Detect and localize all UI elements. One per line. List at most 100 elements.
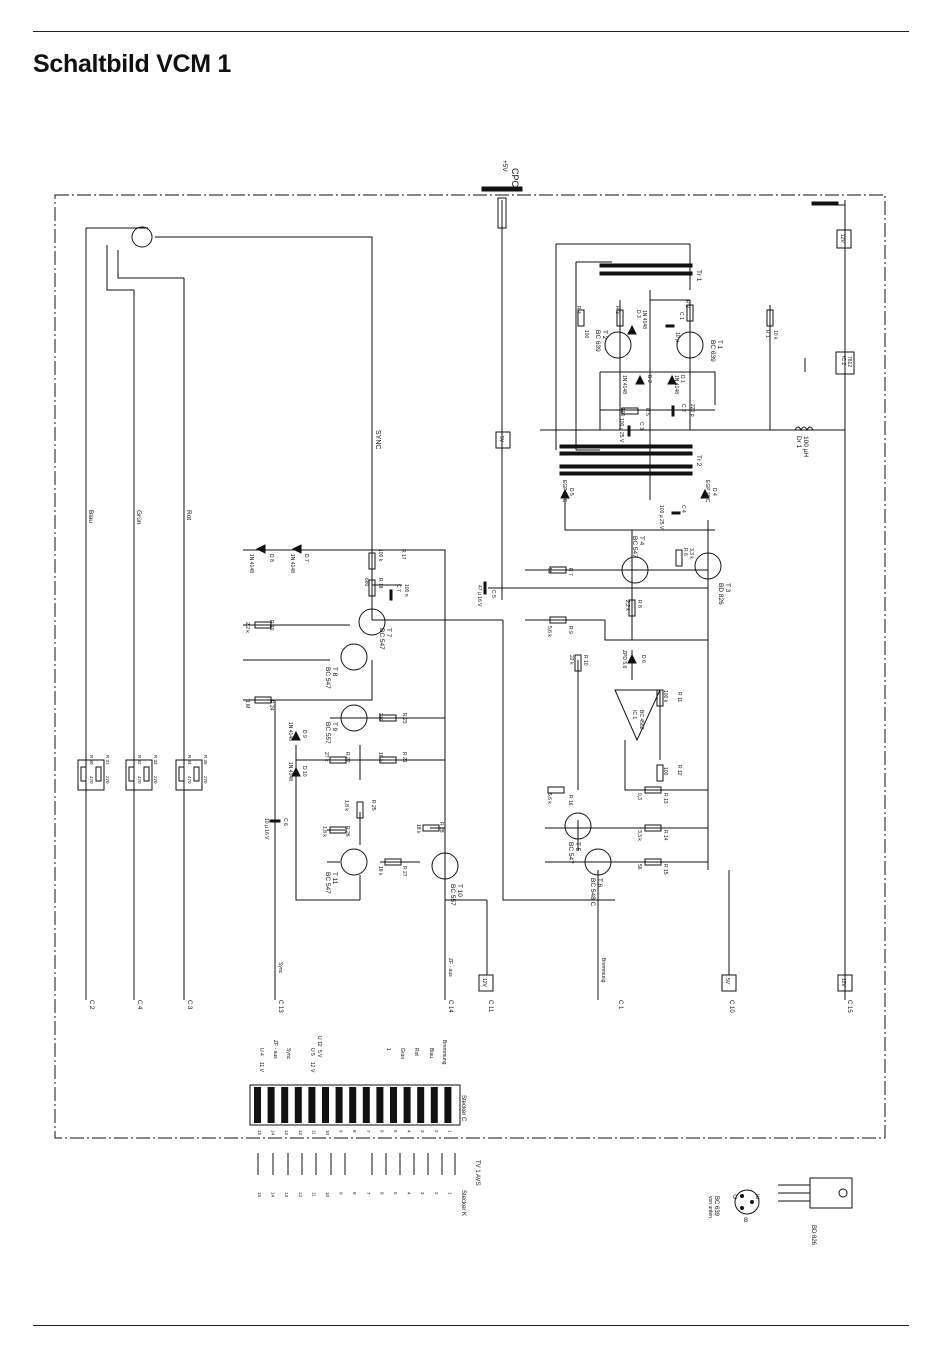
- r13-label: R 13: [662, 793, 668, 804]
- strip-pin-number: 15: [257, 1130, 262, 1136]
- r12-value: 100: [662, 767, 668, 776]
- c11-connector: C 11: [487, 1000, 493, 1013]
- 12v-box-c11: [478, 974, 494, 992]
- c13-connector: C 13: [277, 1000, 283, 1013]
- r21-label: R 21: [401, 752, 407, 763]
- resistor-r35: [193, 766, 200, 782]
- c4-label: C 4: [680, 505, 686, 513]
- cpc-plug-icon: [497, 197, 507, 229]
- r18-value: 680: [363, 578, 369, 587]
- resistor-r24: [254, 696, 272, 704]
- diode-d4-icon: [700, 488, 710, 499]
- tr2-core-icon: [559, 464, 693, 469]
- legend-one: 1: [385, 1048, 391, 1051]
- diode-d3-icon: [627, 324, 637, 335]
- diode-d8-icon: [255, 544, 266, 554]
- diode-d9-icon: [291, 730, 301, 741]
- resistor-r22: [329, 756, 347, 764]
- r25-label: R 25: [370, 800, 376, 811]
- strip-pin-number: 13: [284, 1130, 289, 1136]
- r8-label: R 8: [636, 600, 642, 608]
- r22-label: R 22: [344, 752, 350, 763]
- components: [80, 186, 855, 992]
- strip-contact: [362, 1087, 370, 1123]
- legend-u5: U 5: [309, 1048, 315, 1056]
- r6-label: R 6: [682, 548, 688, 556]
- sync-label: SYNC: [374, 430, 381, 449]
- strip-pin-number: 12: [298, 1130, 303, 1136]
- stecker-k-pin-number: 10: [325, 1192, 330, 1198]
- r14-label: R 14: [662, 830, 668, 841]
- d8-label: D 8: [268, 554, 274, 562]
- c3-value: 100 µ 25 V: [618, 418, 624, 443]
- strip-pin-number: 1: [447, 1130, 452, 1133]
- resistor-r26: [329, 826, 347, 834]
- c15-connector: C 15: [846, 1000, 852, 1013]
- resistor-r33: [143, 766, 150, 782]
- strip-contact: [308, 1087, 316, 1123]
- resistor-r6: [675, 549, 683, 567]
- strip-pin-number: 8: [352, 1130, 357, 1133]
- r18-label: R 18: [377, 578, 383, 589]
- r34-value: 470: [187, 776, 192, 784]
- t7-name: T 7: [385, 628, 392, 638]
- r25-value: 1,8 k: [343, 800, 349, 811]
- diode-d6-icon: [627, 653, 637, 664]
- ic2-name: IC 2: [840, 356, 846, 365]
- t4-name: T 4: [638, 536, 645, 546]
- c14-connector: C 14: [447, 1000, 453, 1013]
- t8-name: T 8: [331, 667, 338, 677]
- r17-value: 100 k: [377, 549, 383, 562]
- t4-type: BC 547: [631, 536, 638, 558]
- c4-value: 100 µ 25 V: [658, 505, 664, 530]
- legend-sync: Sync: [285, 1048, 291, 1060]
- strip-contact: [430, 1087, 438, 1123]
- v12-c11: 12V: [481, 978, 487, 988]
- transistor-t4-icon: [621, 556, 649, 584]
- resistor-r7: [549, 566, 567, 574]
- t6-name: T 6: [596, 878, 603, 888]
- stecker-k-pin-number: 5: [393, 1192, 398, 1195]
- c6-label: C 6: [282, 818, 288, 826]
- legend-bremmung: Bremmung: [441, 1040, 447, 1065]
- top-rule: [33, 31, 909, 32]
- strip-pin-number: 10: [325, 1130, 330, 1136]
- page-title: Schaltbild VCM 1: [33, 50, 232, 78]
- diode-d10-icon: [291, 766, 301, 777]
- transistor-t7-icon: [358, 608, 386, 636]
- c4-connector: C 4: [136, 1000, 142, 1010]
- d9-label: D 9: [301, 730, 307, 738]
- blau-label: Blau: [87, 510, 94, 523]
- r11-value: 100 k: [662, 690, 668, 703]
- dr1-value: 100 µH: [802, 436, 809, 457]
- 12v-box-c15: [837, 974, 853, 992]
- din-socket-icon: [131, 226, 153, 248]
- resistor-r28: [422, 824, 440, 832]
- r30-label: R 30: [89, 755, 94, 765]
- r1-label: R 1: [764, 330, 770, 338]
- t3-type: BD 826: [717, 583, 724, 605]
- t5-name: T 5: [574, 842, 581, 852]
- strip-pin-number: 9: [339, 1130, 344, 1133]
- d5-type: EGP 20 C: [561, 480, 567, 503]
- c7-label: C 7: [395, 584, 401, 592]
- tr2-core-icon: [559, 471, 693, 476]
- capacitor-c1-icon: [665, 324, 675, 328]
- legend-u12: U 12: [316, 1036, 322, 1047]
- r14-value: 3,3 k: [636, 830, 642, 841]
- resistor-r13: [644, 786, 662, 794]
- strip-contact: [444, 1087, 452, 1123]
- t5-type: BC 547: [567, 842, 574, 864]
- pin-e: E: [756, 1195, 760, 1201]
- d3-label: D 3: [635, 310, 641, 318]
- c1-connector: C 1: [617, 1000, 623, 1010]
- transistor-t6-icon: [584, 848, 612, 876]
- d10-label: D 10: [301, 766, 307, 777]
- d4-label: D 4: [711, 488, 717, 496]
- r31-value: 270: [105, 776, 110, 784]
- capacitor-c6-icon: [269, 819, 281, 823]
- stecker-c-label: Stecker C: [460, 1095, 466, 1122]
- tr1-core-icon: [599, 271, 693, 276]
- strip-pin-number: 14: [271, 1130, 276, 1136]
- stecker-k-pin-number: 7: [366, 1192, 371, 1195]
